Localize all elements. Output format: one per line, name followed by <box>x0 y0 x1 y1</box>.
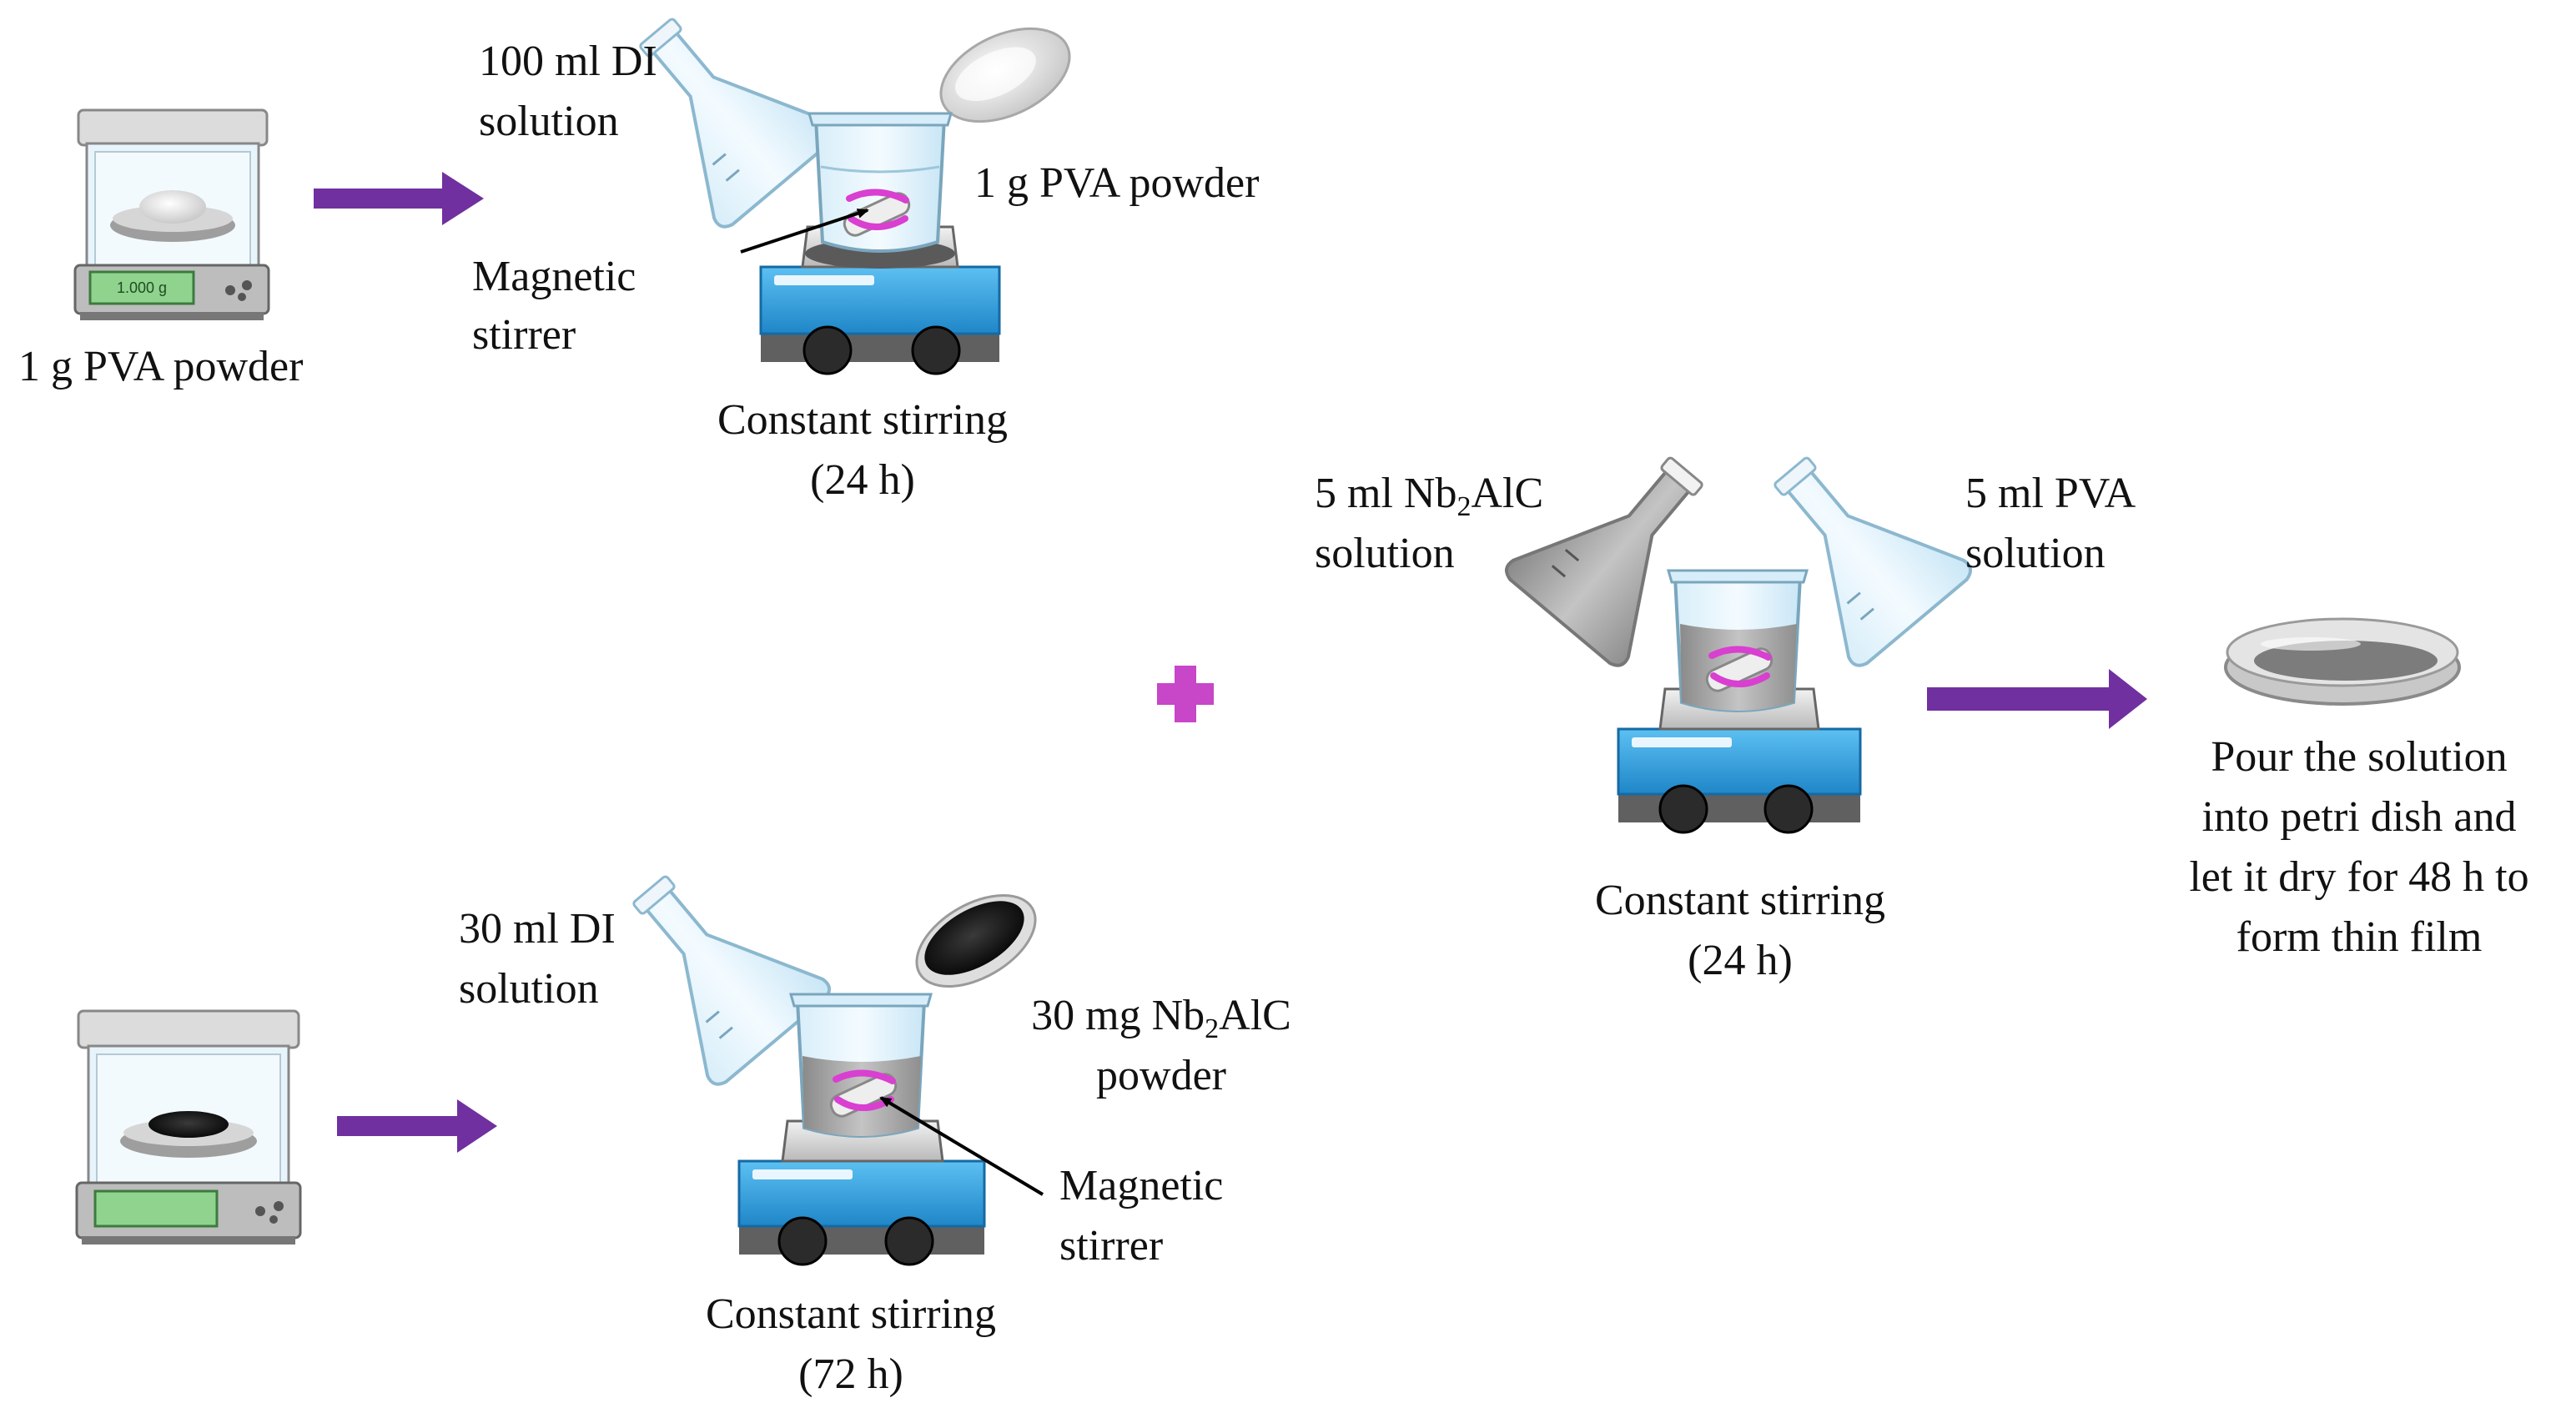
label-top-balance: 1 g PVA powder <box>18 343 304 390</box>
label-top-stirring-1: Constant stirring <box>717 396 1009 444</box>
label-final-1: Pour the solution <box>2211 733 2508 781</box>
label-bottom-stirring-1: Constant stirring <box>705 1290 997 1338</box>
label-top-stirrer-2: stirrer <box>472 311 576 359</box>
pointer-line <box>879 1096 1044 1196</box>
petri-dish-icon <box>2224 617 2461 706</box>
powder-pva-icon <box>939 27 1071 123</box>
balance-top-icon <box>73 108 270 320</box>
label-bottom-powder-post: AlC <box>1219 992 1291 1039</box>
label-bottom-water-1: 30 ml DI <box>459 905 616 953</box>
beaker-top-icon <box>808 112 953 253</box>
label-bottom-powder-sub: 2 <box>1205 1013 1220 1044</box>
label-mix-nb-sub: 2 <box>1457 491 1472 522</box>
label-final-4: form thin film <box>2236 913 2483 961</box>
balance-bottom-icon <box>75 1009 302 1245</box>
label-mix-nb-post: AlC <box>1471 470 1544 517</box>
label-mix-nb-pre: 5 ml Nb <box>1315 470 1457 517</box>
plus-icon <box>1157 666 1214 722</box>
label-mix-pva-1: 5 ml PVA <box>1965 470 2136 517</box>
beaker-bottom-icon <box>789 993 933 1138</box>
label-final-3: let it dry for 48 h to <box>2189 853 2529 901</box>
arrow-right-icon <box>314 172 484 225</box>
label-bottom-stirrer-1: Magnetic <box>1059 1162 1224 1209</box>
powder-nb2alc-icon <box>915 893 1037 988</box>
flask-pva-icon <box>1774 456 1972 667</box>
label-bottom-powder-2: powder <box>1096 1052 1226 1099</box>
arrow-right-icon <box>337 1099 497 1153</box>
stirrer-plate-bottom-icon <box>737 1119 986 1266</box>
label-final-2: into petri dish and <box>2201 793 2517 841</box>
arrow-right-icon <box>1927 669 2147 729</box>
label-mix-stirring-1: Constant stirring <box>1594 877 1886 924</box>
label-bottom-stirring-2: (72 h) <box>798 1350 903 1398</box>
label-top-stirring-2: (24 h) <box>810 456 915 504</box>
label-top-water-2: solution <box>479 98 619 145</box>
label-mix-nb-2: solution <box>1315 530 1455 577</box>
flask-nb2alc-icon <box>1505 456 1703 667</box>
label-bottom-powder-1: 30 mg Nb2AlC <box>986 986 1336 1046</box>
label-mix-nb-1: 5 ml Nb2AlC <box>1315 464 1543 524</box>
label-bottom-stirrer-2: stirrer <box>1059 1222 1164 1270</box>
label-top-powder: 1 g PVA powder <box>974 159 1260 207</box>
flask-water-icon <box>632 875 831 1086</box>
label-top-water-1: 100 ml DI <box>479 38 657 85</box>
label-bottom-water-2: solution <box>459 965 599 1013</box>
label-mix-pva-2: solution <box>1965 530 2106 577</box>
pointer-line <box>740 209 869 254</box>
label-top-stirrer-1: Magnetic <box>472 253 636 300</box>
balance-display: 1.000 g <box>117 279 167 296</box>
label-mix-stirring-2: (24 h) <box>1688 937 1793 984</box>
label-bottom-powder-pre: 30 mg Nb <box>1031 992 1205 1039</box>
beaker-mix-icon <box>1667 569 1809 712</box>
